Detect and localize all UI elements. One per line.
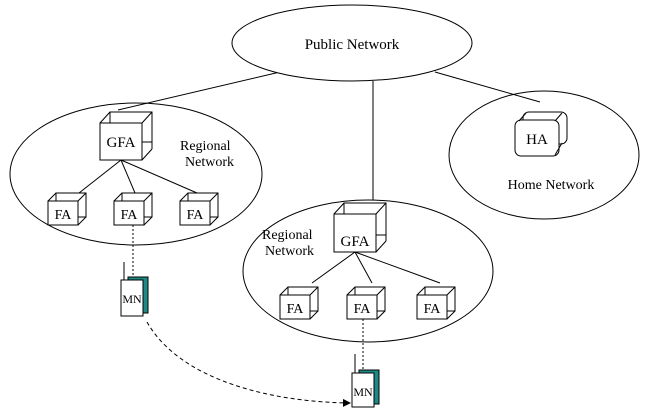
- center-mobile-node: MN: [351, 354, 380, 408]
- left-regional-network: Regional Network GFA FA: [9, 102, 263, 317]
- link-public-to-left-region: [117, 71, 281, 111]
- center-gfa-label: GFA: [341, 234, 370, 250]
- link-public-to-home-network: [434, 71, 541, 103]
- center-regional-network: Regional Network GFA FA: [242, 199, 494, 408]
- left-mobile-node-label: MN: [122, 292, 142, 306]
- center-fa-box-3: FA: [416, 286, 456, 320]
- home-network: HA Home Network: [448, 90, 640, 220]
- left-region-label-line1: Regional: [180, 139, 231, 154]
- center-fa-label-1: FA: [287, 302, 305, 317]
- left-fa-box-1: FA: [47, 192, 87, 226]
- left-region-ellipse: [9, 102, 263, 246]
- ha-box: HA: [514, 111, 568, 157]
- public-network: Public Network: [231, 4, 473, 82]
- center-region-ellipse: [242, 199, 494, 343]
- center-fa-label-3: FA: [424, 302, 442, 317]
- left-mobile-node: MN: [120, 262, 149, 317]
- ha-label: HA: [526, 132, 548, 148]
- left-gfa-box: GFA: [99, 111, 153, 161]
- center-mobile-node-label: MN: [353, 385, 373, 399]
- center-fa-box-2: FA: [346, 286, 386, 320]
- center-region-label-line1: Regional: [262, 228, 313, 243]
- left-fa-box-3: FA: [179, 192, 219, 226]
- left-region-label-line2: Network: [185, 155, 234, 170]
- left-fa-box-2: FA: [113, 192, 153, 226]
- left-fa-label-3: FA: [187, 208, 205, 223]
- public-network-label: Public Network: [305, 37, 400, 53]
- center-fa-box-1: FA: [279, 286, 319, 320]
- backbone-links: [117, 71, 541, 200]
- left-gfa-label: GFA: [107, 135, 136, 151]
- left-gfa-fa-links: [78, 159, 198, 194]
- left-fa-label-1: FA: [55, 208, 73, 223]
- home-network-label: Home Network: [508, 178, 595, 193]
- center-gfa-box: GFA: [333, 202, 387, 253]
- handoff-movement-arrow: [146, 321, 351, 407]
- public-network-ellipse: [231, 4, 473, 82]
- home-network-ellipse: [448, 90, 640, 220]
- center-region-label-line2: Network: [265, 244, 314, 259]
- center-fa-label-2: FA: [354, 302, 372, 317]
- left-fa-label-2: FA: [121, 208, 139, 223]
- center-gfa-fa-links: [311, 251, 441, 284]
